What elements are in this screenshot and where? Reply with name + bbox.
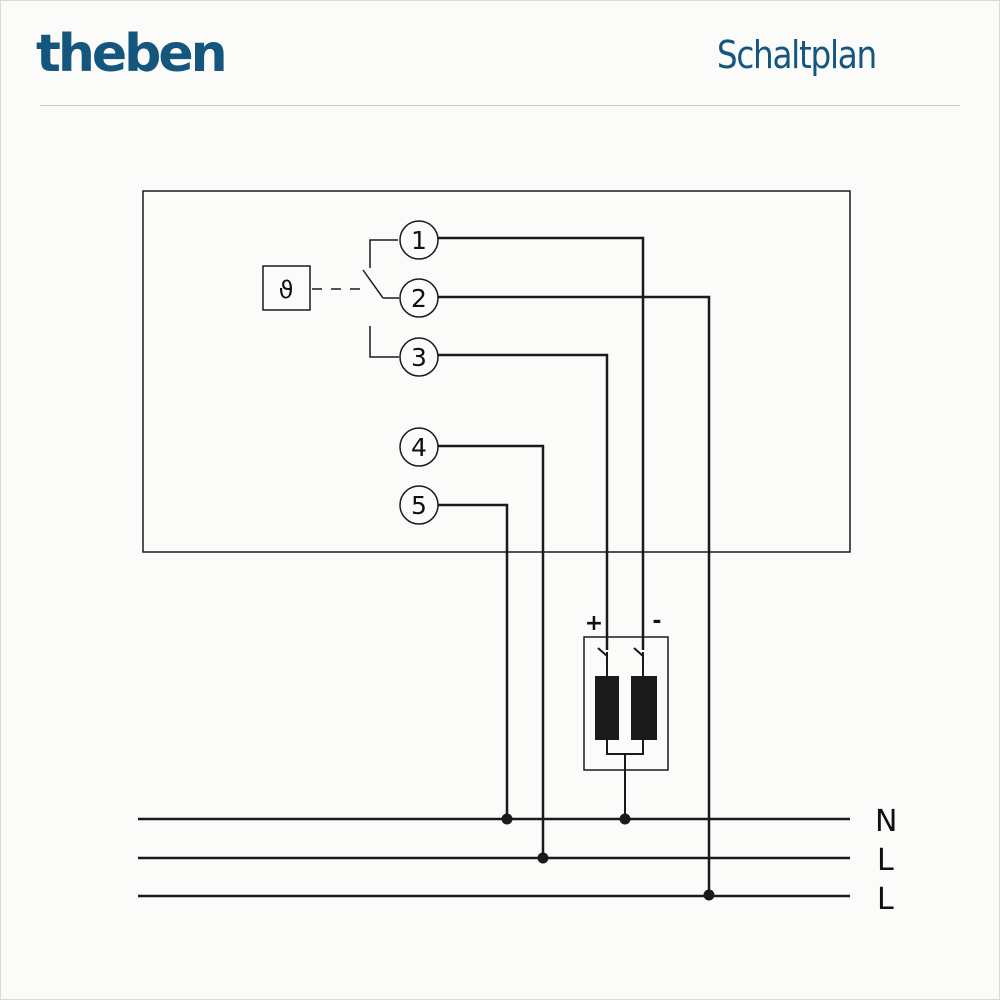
junction-dot <box>703 889 715 901</box>
polarity-minus-label: - <box>652 609 661 634</box>
terminal-3-label: 3 <box>411 343 427 372</box>
polarity-plus-label: + <box>585 611 603 636</box>
actuator-coil-minus <box>631 676 657 740</box>
switch-common-wire <box>369 239 398 268</box>
actuator-common-wire <box>606 740 644 819</box>
terminal-4-label: 4 <box>411 433 427 462</box>
brand-logo: theben <box>36 24 228 84</box>
junction-dot <box>501 813 513 825</box>
line-n-label: N <box>875 804 897 839</box>
page-title: Schaltplan <box>716 33 877 77</box>
terminal-5-label: 5 <box>411 491 427 520</box>
junction-dot <box>537 852 549 864</box>
wire-terminal-1 <box>438 236 645 650</box>
wire-terminal-4 <box>438 444 545 858</box>
device-housing <box>142 190 851 553</box>
terminal-2-label: 2 <box>411 284 427 313</box>
terminal-1-circle <box>399 220 439 260</box>
actuator-contact-plus <box>597 647 608 657</box>
switch-contact-3 <box>369 326 399 358</box>
wire-terminal-5 <box>438 503 509 819</box>
header-divider <box>40 105 960 106</box>
terminal-3-circle <box>399 337 439 377</box>
sensor-symbol: ϑ <box>279 276 294 304</box>
wire-terminal-3 <box>438 353 609 650</box>
actuator-contact-minus <box>633 647 644 657</box>
line-l1-label: L <box>877 843 894 878</box>
junction-dot <box>619 813 631 825</box>
line-l2-label: L <box>877 882 894 917</box>
actuator-coil-plus <box>595 676 619 740</box>
wire-terminal-2 <box>438 295 711 895</box>
temperature-sensor-box <box>262 265 311 311</box>
terminal-1-label: 1 <box>411 226 427 255</box>
switch-blade <box>362 269 384 299</box>
